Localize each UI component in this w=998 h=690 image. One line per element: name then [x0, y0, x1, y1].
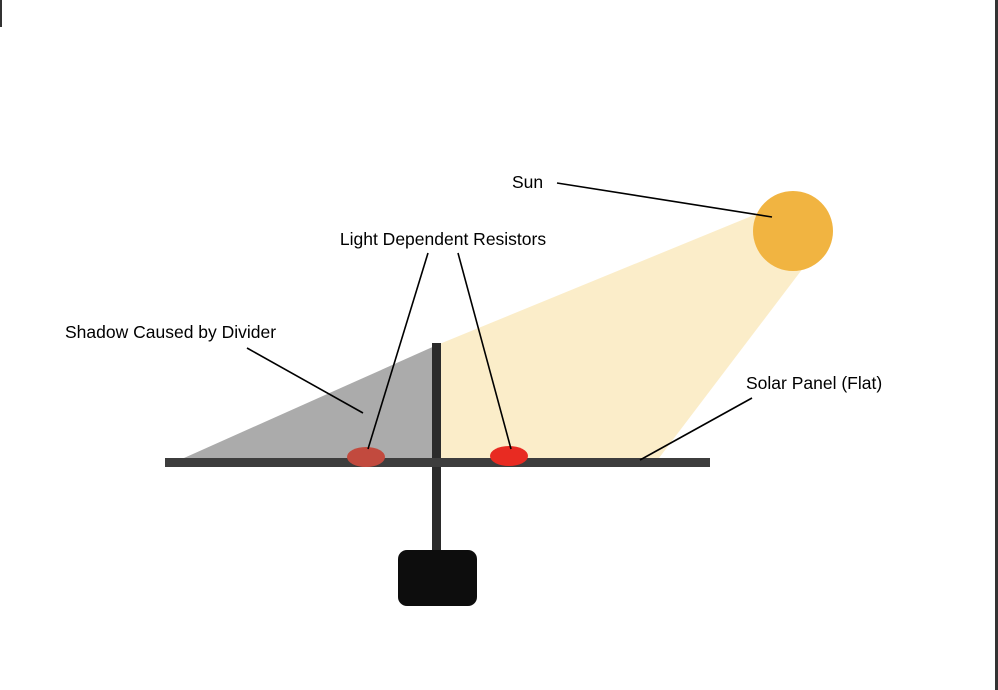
solar-panel-label: Solar Panel (Flat)	[746, 373, 882, 393]
sun-shape	[753, 191, 833, 271]
right-edge-border	[995, 0, 998, 690]
sunlight-beam	[437, 204, 816, 458]
divider-bar	[432, 343, 441, 560]
ldr-left-leader-line	[367, 252, 429, 450]
panel-leader-line	[639, 397, 753, 461]
stand-base	[398, 550, 477, 606]
shadow-label: Shadow Caused by Divider	[65, 322, 276, 342]
shadow-leader-line	[246, 347, 364, 414]
shadow-region	[184, 345, 437, 458]
sun-label: Sun	[512, 172, 543, 192]
left-edge-tick	[0, 0, 2, 27]
ldr-right-leader-line	[457, 252, 512, 450]
ldr-left-shaded	[347, 447, 385, 467]
ldr-label: Light Dependent Resistors	[340, 229, 546, 249]
solar-panel-bar	[165, 458, 710, 467]
ldr-right-lit	[490, 446, 528, 466]
sun-leader-line	[556, 182, 773, 218]
